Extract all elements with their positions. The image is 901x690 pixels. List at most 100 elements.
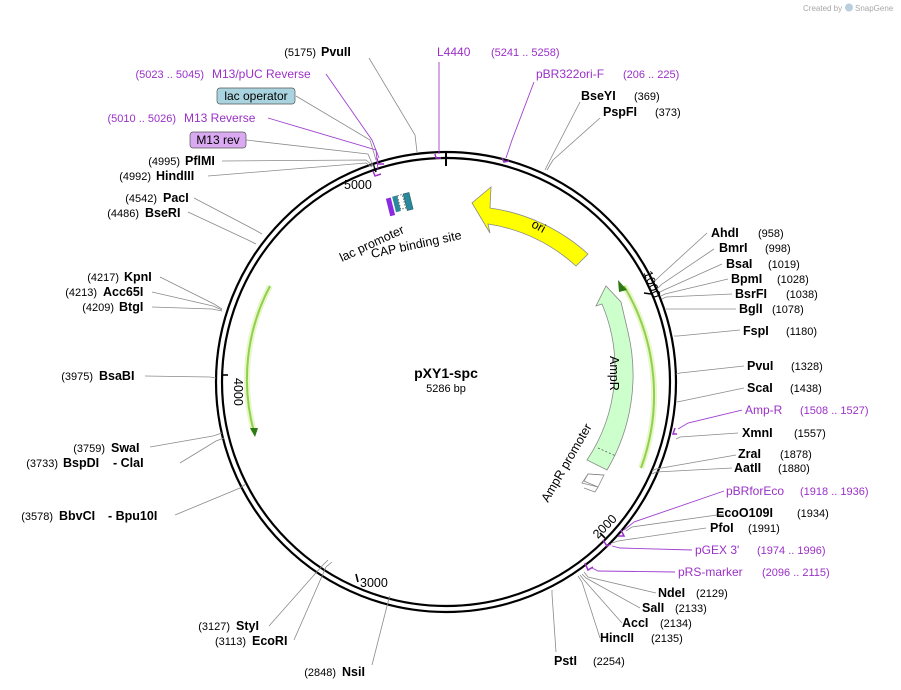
ampr-promoter-label: AmpR promoter xyxy=(538,421,594,504)
site-name: PacI xyxy=(163,191,189,205)
site-swai[interactable]: (3759) SwaI xyxy=(73,441,139,455)
site-ahdi[interactable]: AhdI (958) xyxy=(711,226,784,240)
primer-pbrforeco[interactable]: pBRforEco (1918 .. 1936) xyxy=(726,484,869,498)
lac-operator-box[interactable]: lac operator xyxy=(216,87,296,105)
site-pfoi[interactable]: PfoI (1991) xyxy=(710,521,780,535)
leader-styi xyxy=(268,559,329,627)
site-pflmi[interactable]: (4995) PflMI xyxy=(148,154,215,168)
site-bpmi[interactable]: BpmI (1028) xyxy=(731,272,809,286)
site-ecoo109i[interactable]: EcoO109I (1934) xyxy=(716,506,829,520)
site-pvuii[interactable]: (5175) PvuII xyxy=(284,45,351,59)
primer-range: (5023 .. 5045) xyxy=(136,69,205,81)
site-bsai[interactable]: BsaI (1019) xyxy=(726,257,800,271)
site-pos: (1991) xyxy=(748,523,780,535)
site-pvui[interactable]: PvuI (1328) xyxy=(747,359,823,373)
site-name: BsaBI xyxy=(99,369,134,383)
leader-btgi xyxy=(151,306,223,312)
site-bmri[interactable]: BmrI (998) xyxy=(719,241,791,255)
leader-hincii xyxy=(577,575,601,639)
site-nsii[interactable]: (2848) NsiI xyxy=(304,665,365,679)
primer-name: Amp-R xyxy=(745,403,783,417)
tick-5000-label: 5000 xyxy=(344,178,372,192)
site-name: SwaI xyxy=(111,441,140,455)
site-name: EcoO109I xyxy=(716,506,773,520)
pbrforeco-mark xyxy=(618,529,626,537)
leader-pspfi xyxy=(546,117,601,171)
primer-range: (1508 .. 1527) xyxy=(800,405,869,417)
site-zrai[interactable]: ZraI (1878) xyxy=(738,447,812,461)
snapgene-badge[interactable]: Created by SnapGene xyxy=(803,3,894,14)
site-bseyi[interactable]: BseYI (369) xyxy=(581,89,660,103)
m13-rev-box[interactable]: M13 rev xyxy=(189,131,247,149)
site-pos: (1180) xyxy=(786,326,817,338)
primer-m13rev[interactable]: (5010 .. 5026) M13 Reverse xyxy=(108,111,256,125)
snapgene-logo-icon xyxy=(845,3,853,12)
leader-bsrfi xyxy=(661,293,733,300)
site-hindiii[interactable]: (4992) HindIII xyxy=(119,169,194,183)
leader-m13rev xyxy=(267,117,379,171)
primer-m13puc[interactable]: (5023 .. 5045) M13/pUC Reverse xyxy=(136,67,312,81)
site-kpni[interactable]: (4217) KpnI xyxy=(87,270,152,284)
site-name: ScaI xyxy=(747,381,773,395)
site-pos: (3113) xyxy=(215,636,246,648)
site-btgi[interactable]: (4209) BtgI xyxy=(82,300,143,314)
site-pspfi[interactable]: PspFI (373) xyxy=(603,105,681,119)
site-pos: (2254) xyxy=(593,656,625,668)
primer-name: pRS-marker xyxy=(678,565,743,579)
leader-m13-rev-box xyxy=(245,139,375,169)
primer-leaders xyxy=(245,62,743,573)
site-acci[interactable]: AccI (2134) xyxy=(622,616,692,630)
prsmarker-mark xyxy=(584,562,594,572)
site-bbvci[interactable]: (3578) BbvCI - Bpu10I xyxy=(21,509,157,523)
site-bsabi[interactable]: (3975) BsaBI xyxy=(61,369,134,383)
site-ecori[interactable]: (3113) EcoRI xyxy=(215,634,287,648)
site-name: PflMI xyxy=(185,154,215,168)
site-name: KpnI xyxy=(124,270,152,284)
site-name: BbvCI xyxy=(59,509,95,523)
site-beseri[interactable]: (4486) BseRI xyxy=(107,206,180,220)
site-acc65i[interactable]: (4213) Acc65I xyxy=(65,285,143,299)
primer-ampr[interactable]: Amp-R (1508 .. 1527) xyxy=(745,403,869,417)
site-name: BmrI xyxy=(719,241,747,255)
site-scai[interactable]: ScaI (1438) xyxy=(747,381,822,395)
leader-sali xyxy=(581,573,641,609)
primer-prsmarker[interactable]: pRS-marker (2096 .. 2115) xyxy=(678,565,830,579)
ori-label: ori xyxy=(529,217,548,236)
leader-paci xyxy=(193,197,263,235)
site-bspdi[interactable]: (3733) BspDI - ClaI xyxy=(26,456,143,470)
leader-m13puc xyxy=(325,73,380,159)
site-styi[interactable]: (3127) StyI xyxy=(198,619,259,633)
site-psti[interactable]: PstI (2254) xyxy=(554,654,625,668)
leader-ampr-primer xyxy=(677,409,743,430)
primer-pgex3[interactable]: pGEX 3' (1974 .. 1996) xyxy=(695,543,826,557)
site-fspi[interactable]: FspI (1180) xyxy=(743,324,817,338)
site-name: PvuII xyxy=(321,45,351,59)
site-hincii[interactable]: HincII (2135) xyxy=(600,631,683,645)
orf-right-arrowhead xyxy=(618,280,627,292)
site-paci[interactable]: (4542) PacI xyxy=(125,191,189,205)
site-sali[interactable]: SalI (2133) xyxy=(642,601,707,615)
primer-l4440[interactable]: L4440 (5241 .. 5258) xyxy=(437,45,560,59)
site-xmni[interactable]: XmnI (1557) xyxy=(742,426,826,440)
ampr-feature[interactable]: AmpR AmpR promoter xyxy=(538,285,634,505)
primer-pbr322ori[interactable]: pBR322ori-F (206 .. 225) xyxy=(536,67,679,81)
site-pos: (4213) xyxy=(65,287,97,299)
ori-feature[interactable]: ori xyxy=(471,186,589,267)
site-pos: (998) xyxy=(765,243,791,255)
site-name: BpmI xyxy=(731,272,762,286)
site-bgli[interactable]: BglI (1078) xyxy=(739,302,804,316)
site-aatii[interactable]: AatII (1880) xyxy=(734,461,810,475)
site-bsrfi[interactable]: BsrFI (1038) xyxy=(735,287,818,301)
leader-swai xyxy=(149,432,223,448)
primer-name: pBR322ori-F xyxy=(536,67,604,81)
site-name: NsiI xyxy=(342,665,365,679)
lac-region[interactable]: lac promoter CAP binding site xyxy=(337,192,463,265)
leader-ahdi xyxy=(655,232,708,281)
site-pos: (4995) xyxy=(148,156,180,168)
tick-3000-label: 3000 xyxy=(360,576,388,590)
leader-xmni xyxy=(675,432,739,440)
site-ndei[interactable]: NdeI (2129) xyxy=(658,586,728,600)
leader-kpni xyxy=(159,276,223,310)
site-pos: (2848) xyxy=(304,667,336,679)
pbr322ori-mark xyxy=(501,157,510,163)
